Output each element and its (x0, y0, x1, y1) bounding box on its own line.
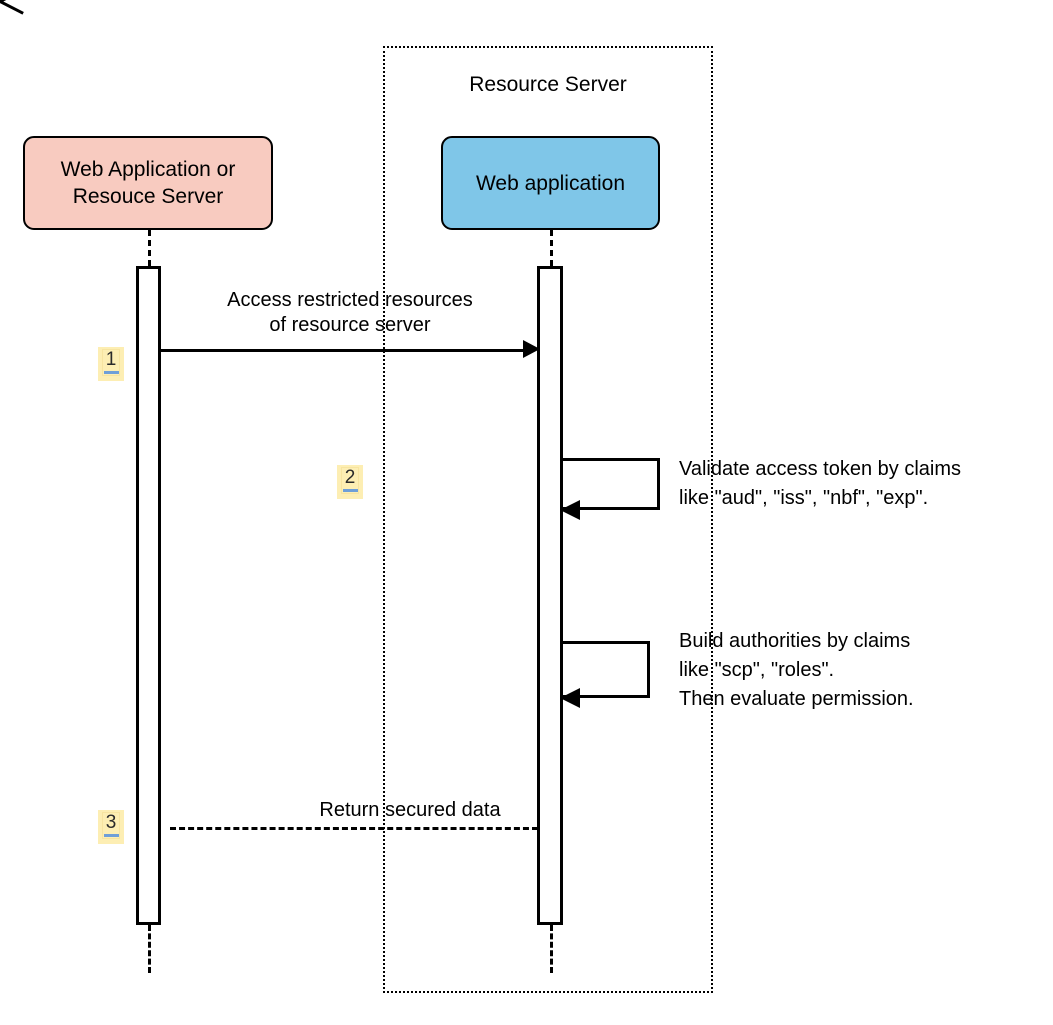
step-badge-2-rule (342, 489, 358, 492)
message-3-arrowhead-stroke-lower (0, 0, 24, 15)
step-badge-1-number: 1 (105, 349, 117, 370)
note-validate-access-token: Validate access token by claims like "au… (679, 458, 961, 509)
resource-server-group-label: Resource Server (469, 73, 627, 96)
resource-server-group-frame (383, 46, 713, 993)
lifeline-client-bottom (148, 925, 151, 973)
step-badge-2-number: 2 (344, 467, 356, 488)
lifeline-server-top (550, 230, 553, 266)
activation-bar-client (136, 266, 161, 925)
participant-web-application-or-resource-server[interactable]: Web Application or Resouce Server (23, 136, 273, 230)
message-1-arrow-line (160, 349, 526, 352)
message-3-arrow-line (170, 827, 538, 830)
step-badge-1-inner: 1 (102, 349, 120, 376)
message-1-arrowhead-icon (523, 340, 540, 358)
step-badge-2-inner: 2 (341, 467, 359, 494)
step-badge-3: 3 (98, 810, 124, 844)
lifeline-server-bottom (550, 925, 553, 973)
lifeline-client-top (148, 230, 151, 266)
message-1-label: Access restricted resources of resource … (227, 289, 473, 336)
self-call-loop-validate-token (560, 458, 660, 510)
step-badge-2: 2 (337, 465, 363, 499)
step-badge-3-inner: 3 (102, 812, 120, 839)
message-3-label: Return secured data (319, 799, 501, 821)
step-badge-1: 1 (98, 347, 124, 381)
participant-web-application[interactable]: Web application (441, 136, 660, 230)
step-badge-1-rule (103, 371, 119, 374)
activation-bar-server (537, 266, 563, 925)
note-build-authorities: Build authorities by claims like "scp", … (679, 630, 914, 710)
self-call-loop-build-authorities (560, 641, 650, 698)
step-badge-3-rule (103, 834, 119, 837)
step-badge-3-number: 3 (105, 812, 117, 833)
self-call-validate-token-arrowhead-icon (560, 500, 580, 520)
self-call-build-authorities-arrowhead-icon (560, 688, 580, 708)
